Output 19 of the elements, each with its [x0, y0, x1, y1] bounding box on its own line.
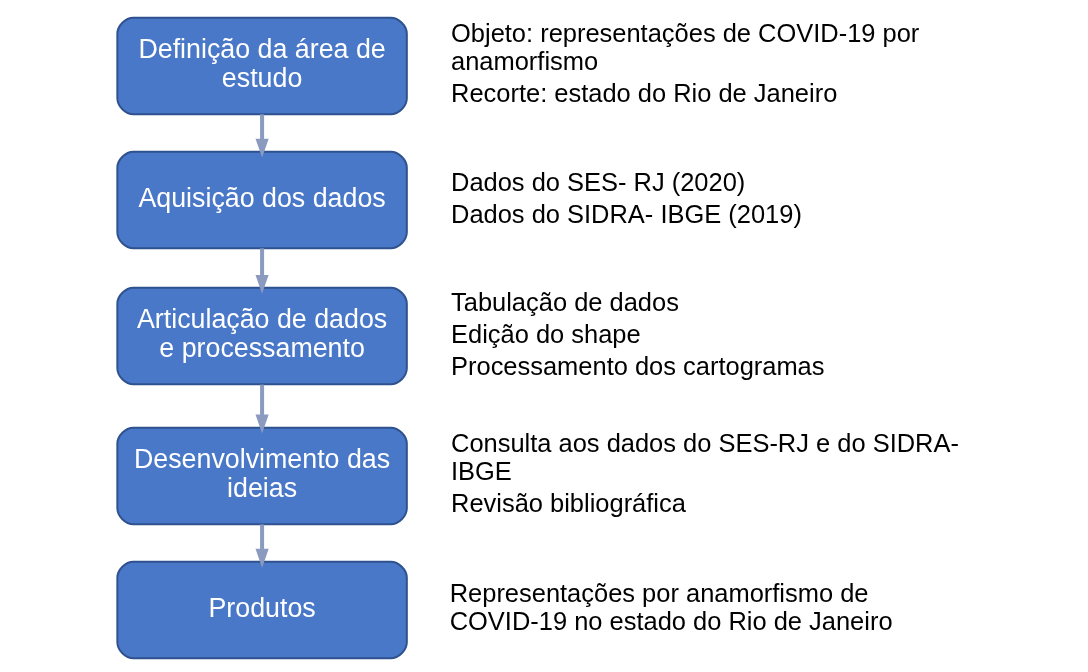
node-box: Produtos: [115, 560, 408, 660]
arrow: [255, 524, 269, 568]
node-box: Definição da área de estudo: [115, 16, 408, 116]
node-box: Articulação de dados e processamento: [115, 286, 408, 386]
arrow: [255, 114, 269, 158]
node-label: Edição do shape: [450, 319, 641, 348]
node-label: Dados do SES- RJ (2020): [450, 167, 745, 196]
node-label: Recorte: estado do Rio de Janeiro: [450, 79, 837, 108]
node-label: Tabulação de dados: [450, 287, 679, 316]
arrow: [255, 384, 269, 434]
node-box: Aquisição dos dados: [115, 150, 408, 250]
node-label: Revisão bibliográfica: [450, 489, 686, 518]
node-box: Desenvolvimento das ideias: [115, 426, 408, 526]
node-label: Processamento dos cartogramas: [450, 352, 825, 381]
node-label: Dados do SIDRA- IBGE (2019): [450, 200, 802, 229]
node-label: Objeto: representações de COVID-19 por anamorfismo: [450, 19, 919, 76]
node-label: Consulta aos dados do SES-RJ e do SIDRA-IBGE: [450, 429, 959, 486]
node-label: Representações por anamorfismo de COVID-19 no estado do Rio de Janeiro: [449, 579, 893, 636]
arrow: [255, 248, 269, 294]
